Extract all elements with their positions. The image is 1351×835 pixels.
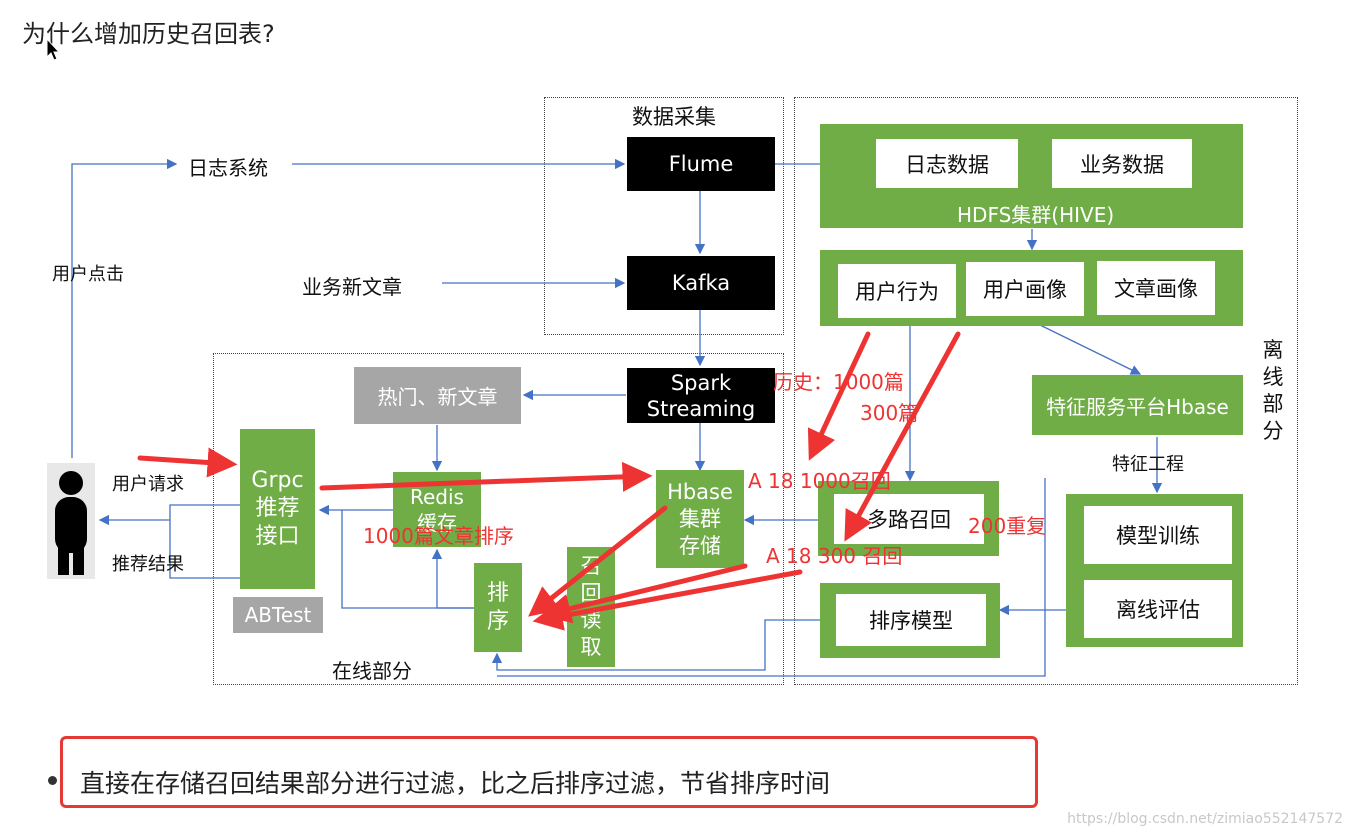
online-label: 在线部分 [332,659,412,683]
mouse-cursor-icon [46,38,61,61]
user-behavior-box: 用户行为 [838,264,956,318]
duplicate-200-annotation: 200重复 [968,514,1047,538]
offline-region [794,97,1298,685]
grpc-line: Grpc [251,468,304,493]
hdfs-label: HDFS集群(HIVE) [957,203,1115,227]
hot-new-article-box: 热门、新文章 [354,367,521,424]
a18-1000-annotation: A 18 1000召回 [748,469,891,493]
hbase-line: Hbase [667,479,733,504]
streaming-line: Streaming [646,396,756,421]
offline-side-label: 离 线 部 分 [1262,337,1284,445]
offline-side-char: 线 [1262,365,1284,389]
feature-platform-box: 特征服务平台Hbase [1032,375,1243,435]
log-data-box: 日志数据 [876,139,1018,188]
user-request-label: 用户请求 [112,474,184,495]
user-person-icon [47,463,95,579]
a18-300-annotation: A 18 300 召回 [766,544,903,568]
spark-streaming-box: Spark Streaming [627,368,775,423]
data-collection-region [544,97,784,335]
abtest-box: ABTest [233,597,323,633]
grpc-interface-box: Grpc 推荐 接口 [240,429,315,589]
offline-side-char: 分 [1262,419,1284,443]
history-annotation: 历史：1000篇 [773,370,904,394]
article-profile-box: 文章画像 [1097,261,1215,315]
bullet-dot [48,776,57,785]
watermark: https://blog.csdn.net/zimiao552147572 [1067,811,1343,827]
model-training-box: 模型训练 [1084,506,1232,564]
business-data-box: 业务数据 [1052,139,1192,188]
user-profile-box: 用户画像 [966,262,1084,316]
page-title: 为什么增加历史召回表? [22,20,275,48]
recommend-result-label: 推荐结果 [112,554,184,575]
feature-engineering-label: 特征工程 [1112,454,1184,475]
new-article-label: 业务新文章 [302,275,402,299]
log-system-label: 日志系统 [188,156,268,180]
recall-read-char: 取 [580,635,602,659]
spark-line: Spark [670,370,732,395]
interface-line: 接口 [255,524,300,549]
kafka-box: Kafka [627,256,775,310]
cache-line: 缓存 [417,510,457,535]
storage-line: 存储 [679,533,721,558]
sort-box: 排 序 [474,563,522,652]
callout-text: 直接在存储召回结果部分进行过滤，比之后排序过滤，节省排序时间 [80,769,831,798]
sort-model-box: 排序模型 [836,594,986,646]
recall-read-char: 回 [580,581,602,605]
hbase-cluster-box: Hbase 集群 存储 [656,470,744,568]
callout-box [60,736,1038,808]
user-click-label: 用户点击 [52,264,124,285]
offline-side-char: 部 [1262,392,1284,416]
sort-1000-annotation: 1000篇文章排序 [363,524,514,548]
flume-box: Flume [627,137,775,191]
sort-char: 序 [486,608,509,634]
recommend-line: 推荐 [255,496,300,521]
data-collection-label: 数据采集 [632,105,716,129]
online-region [213,353,784,685]
offline-evaluation-box: 离线评估 [1084,580,1232,638]
offline-side-char: 离 [1262,338,1284,362]
cluster-line: 集群 [679,506,721,531]
sort-char: 排 [486,580,509,606]
redis-line: Redis [410,484,464,509]
